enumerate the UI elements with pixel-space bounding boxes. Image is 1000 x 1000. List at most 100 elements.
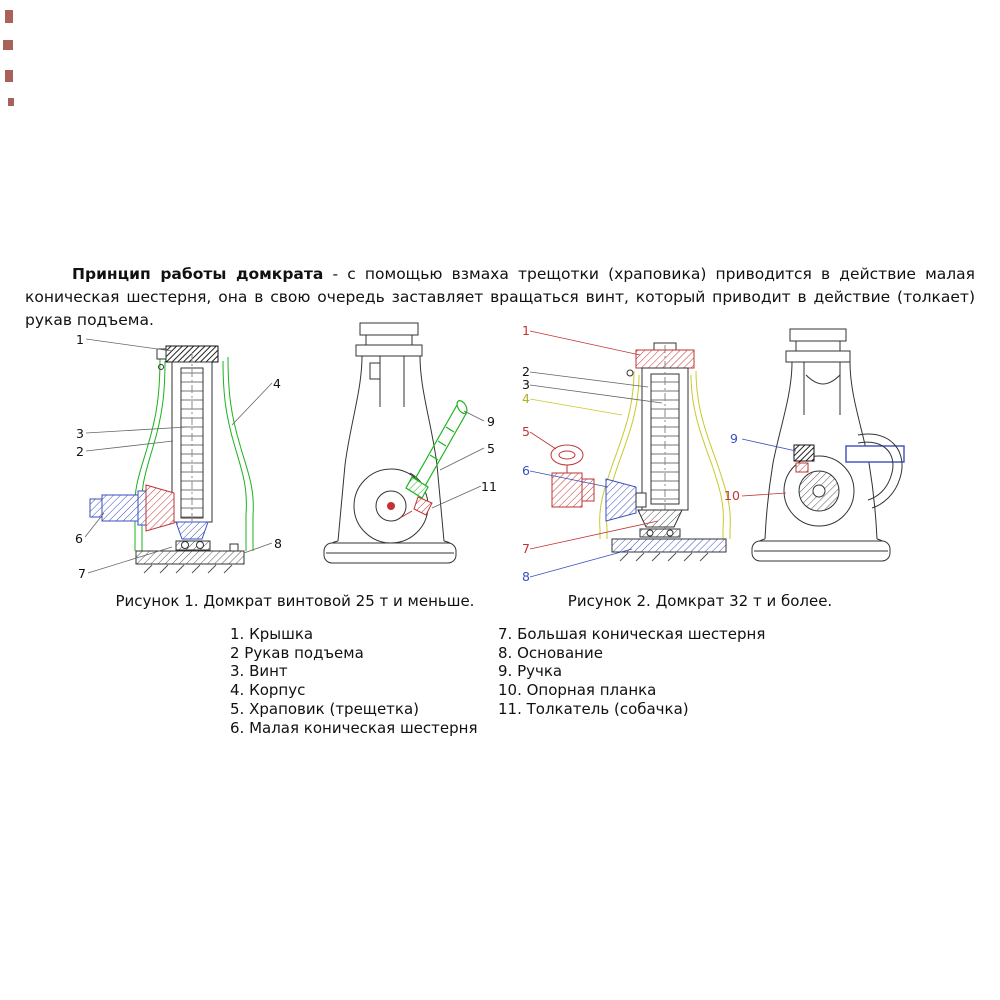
gear-boss-inner <box>375 490 407 522</box>
callout-number: 7 <box>522 541 530 556</box>
legend-item: 2 Рукав подъема <box>230 643 364 662</box>
leader-6 <box>529 470 609 488</box>
bearing-ball <box>646 529 654 537</box>
cap-bolt-head <box>626 369 634 377</box>
page-edge-artifact <box>8 98 14 106</box>
leader-8 <box>529 548 633 578</box>
pawl-block-red <box>795 462 809 473</box>
ground-hatch <box>143 564 233 574</box>
bearing-ball <box>196 541 204 549</box>
legend-item: 7. Большая коническая шестерня <box>498 625 766 643</box>
figure-2-caption: Рисунок 2. Домкрат 32 т и более. <box>567 592 833 610</box>
intro-bold-lead: Принцип работы домкрата <box>72 265 324 283</box>
bevel-gear-blue <box>605 478 637 522</box>
bearing-ball <box>181 541 189 549</box>
legend-item: 4. Корпус <box>230 681 306 700</box>
body-window-arc <box>805 374 841 385</box>
legend-left-column: 1. Крышка 2 Рукав подъема 3. Винт 4. Кор… <box>230 625 477 737</box>
callout-number: 9 <box>730 431 738 446</box>
jack-head-top <box>359 322 419 336</box>
body-outline-left <box>764 361 793 540</box>
pawl-dog-red <box>413 496 433 516</box>
latch-detail <box>369 362 381 380</box>
legend-item: 11. Толкатель (собачка) <box>498 699 689 718</box>
leader-7 <box>529 520 659 550</box>
jack-head-top <box>789 328 847 342</box>
leader-1 <box>529 330 641 356</box>
callout-leaders <box>431 410 485 509</box>
big-bevel-gear <box>637 509 683 528</box>
leader-5 <box>529 431 557 450</box>
callout-number: 8 <box>522 569 530 584</box>
figure-1-caption: Рисунок 1. Домкрат винтовой 25 т и меньш… <box>115 592 475 610</box>
leader-9 <box>741 438 797 452</box>
pawl-pin-red <box>387 502 395 510</box>
figure1-cross-section <box>84 338 273 574</box>
page-edge-artifact <box>3 40 13 50</box>
ground-hatch <box>619 552 709 562</box>
jack-head-mid <box>365 334 413 346</box>
jack-head-mid <box>795 340 841 352</box>
pawl-link-red <box>399 510 413 519</box>
base-bolt <box>229 543 239 552</box>
handle-socket-dark <box>793 444 815 462</box>
bearing-ball <box>666 529 674 537</box>
leader-2 <box>529 371 649 388</box>
callout-number: 5 <box>487 441 495 456</box>
base-plate <box>611 538 727 553</box>
callout-leaders <box>84 338 273 574</box>
figure2-cross-section <box>529 330 731 578</box>
bearing-race <box>175 540 211 551</box>
ratchet-handle-green <box>405 400 468 499</box>
callout-number: 8 <box>274 536 282 551</box>
callout-number: 10 <box>724 488 740 503</box>
callout-number: 11 <box>481 479 497 494</box>
intro-paragraph: Принцип работы домкрата - с помощью взма… <box>25 263 975 332</box>
figure-2-screw-jack-32t: 1 2 3 4 5 6 7 8 9 10 <box>522 323 905 584</box>
legend-item: 8. Основание <box>498 643 603 662</box>
jack-head-flange <box>785 350 851 363</box>
gear-shaft <box>635 492 647 508</box>
ratchet-assembly-red <box>550 444 595 508</box>
lower-gear-blue <box>175 521 209 540</box>
figure2-callout-numbers: 1 2 3 4 5 6 7 8 9 10 <box>522 323 740 584</box>
body-outline-left <box>337 355 363 542</box>
callout-number: 1 <box>522 323 530 338</box>
handle-bar-blue <box>845 445 905 463</box>
callout-number: 5 <box>522 424 530 439</box>
figure2-side-view <box>741 328 905 562</box>
body-outline-right <box>849 361 878 540</box>
bevel-gear-red <box>145 484 175 532</box>
leader-10 <box>741 492 787 497</box>
legend-item: 10. Опорная планка <box>498 681 657 700</box>
intro-body-text: - с помощью взмаха трещотки (храповика) … <box>25 265 976 329</box>
legend-item: 5. Храповик (трещетка) <box>230 699 420 718</box>
bearing-race <box>639 528 681 538</box>
handle-loop-outer <box>857 433 903 509</box>
callout-number: 3 <box>522 377 530 392</box>
legend-item: 9. Ручка <box>498 662 563 681</box>
callout-number: 2 <box>76 444 84 459</box>
callout-number: 3 <box>76 426 84 441</box>
jack-head-flange <box>355 344 423 357</box>
callout-number: 9 <box>487 414 495 429</box>
pinion-shaft-blue <box>89 490 147 526</box>
figure1-side-view <box>323 322 485 564</box>
callout-number: 7 <box>78 566 86 581</box>
page-edge-artifact <box>5 10 13 23</box>
cap-bolt <box>156 348 167 360</box>
legend-right-column: 7. Большая коническая шестерня 8. Основа… <box>498 625 765 719</box>
leader-4 <box>529 398 623 416</box>
figure1-callout-numbers: 1 4 3 2 6 7 8 9 5 11 <box>75 332 497 581</box>
callout-number: 4 <box>522 391 530 406</box>
leader-3 <box>529 384 663 404</box>
legend-item: 3. Винт <box>230 662 288 681</box>
page-edge-artifact <box>5 70 13 82</box>
callout-number: 1 <box>76 332 84 347</box>
legend-item: 1. Крышка <box>230 625 314 643</box>
base-plate <box>135 550 245 565</box>
legend-item: 6. Малая коническая шестерня <box>230 718 478 737</box>
figure-1-screw-jack-25t: 1 4 3 2 6 7 8 9 5 11 <box>75 322 497 581</box>
callout-number: 6 <box>522 463 530 478</box>
